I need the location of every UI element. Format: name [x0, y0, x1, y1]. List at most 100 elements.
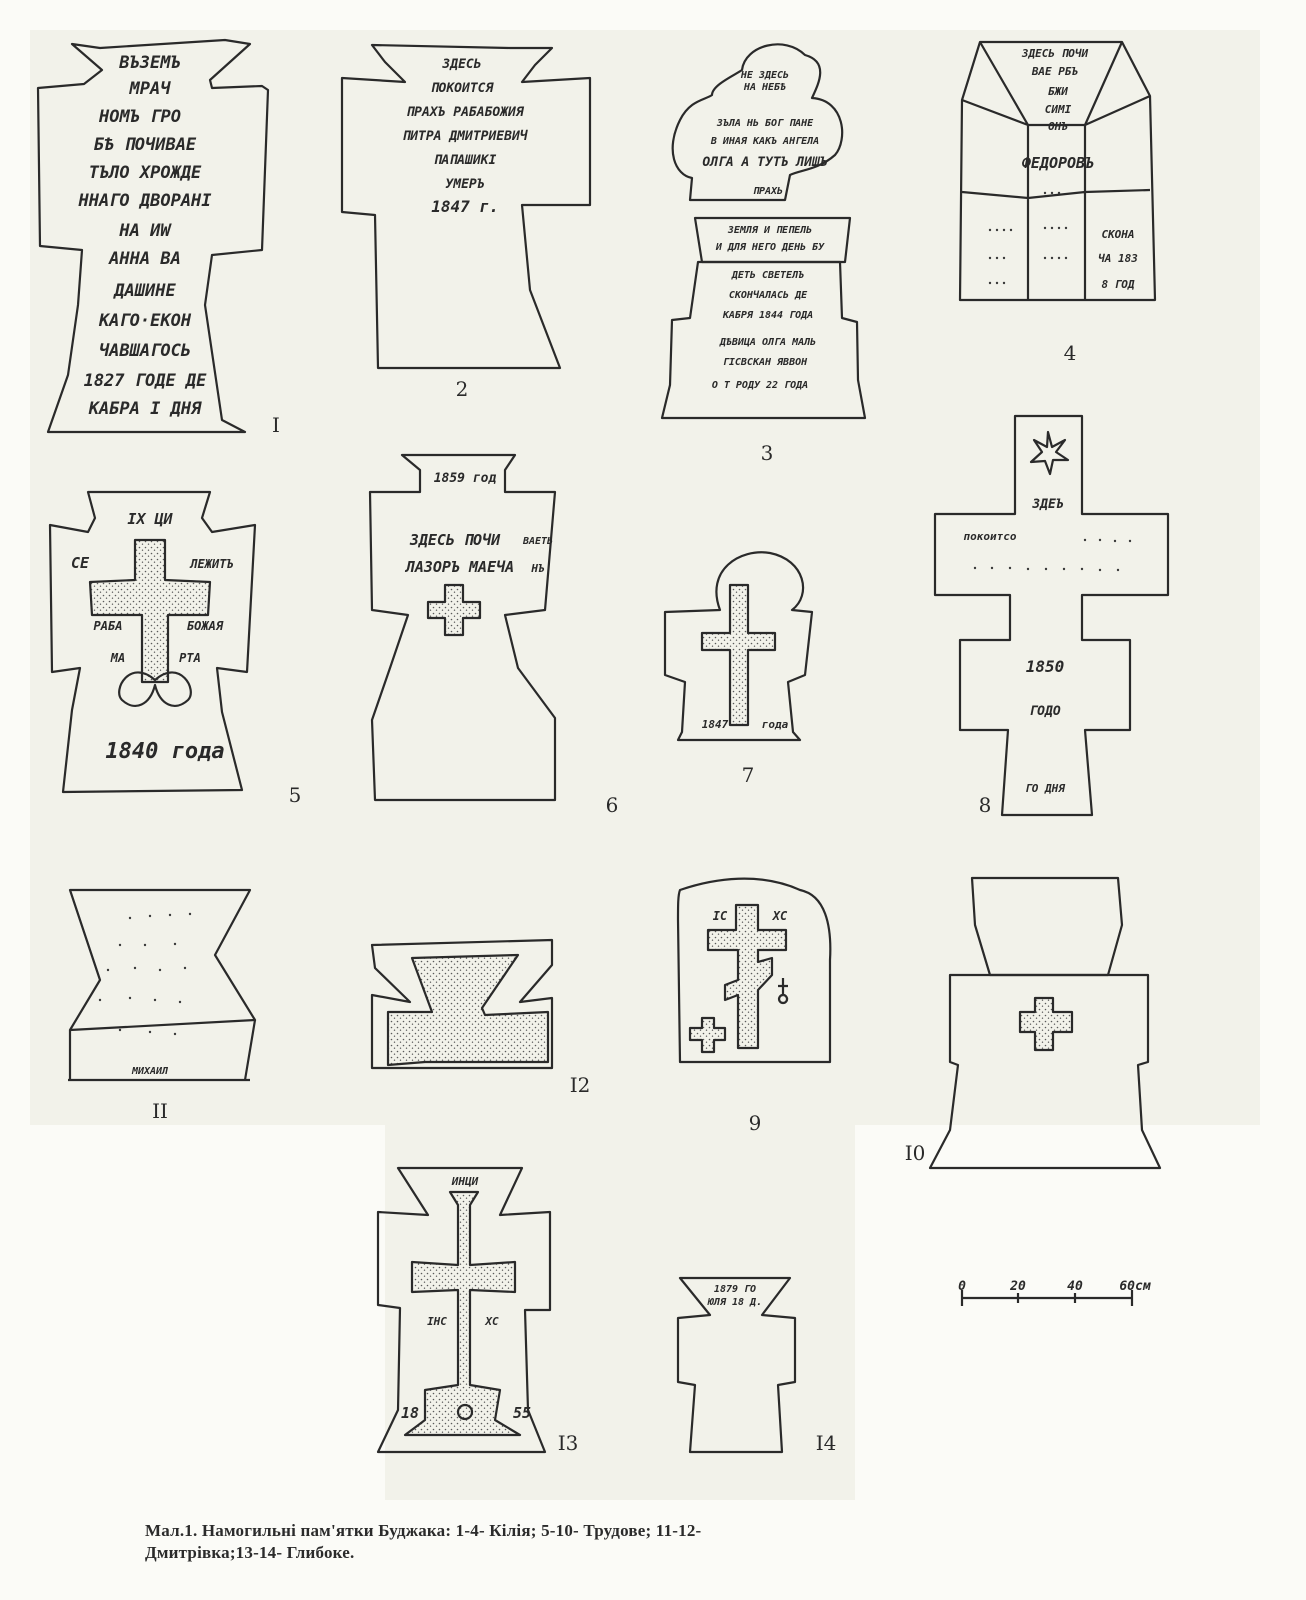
m5-line: РАБА — [94, 619, 123, 633]
m11-line: МИХАИЛ — [131, 1066, 169, 1077]
m5-line: ЛЕЖИТЪ — [189, 557, 233, 571]
figure-number: 8 — [979, 793, 992, 817]
m1-line: КАГО·ЕКОН — [98, 311, 192, 331]
m1-line: ННАГО ДВОРАНІ — [77, 191, 212, 211]
scale-labels: 0 20 40 60см — [958, 1279, 1151, 1294]
figure-number: I0 — [905, 1141, 926, 1165]
monument-10-cross — [1018, 996, 1074, 1052]
m3-line: СКОНЧАЛАСЬ ДЕ — [729, 290, 808, 301]
monument-9-cross — [706, 903, 788, 1050]
monument-12-outline — [370, 938, 554, 1070]
m6-line: НЪ — [530, 562, 545, 575]
m3-line: ОЛГА А ТУТЪ ЛИШЪ — [702, 155, 827, 170]
m4-line: БЖИ — [1048, 85, 1068, 98]
m1-line: 1827 ГОДЕ ДЕ — [84, 371, 208, 391]
m14-line: ЮЛЯ 18 Д. — [707, 1297, 762, 1308]
monument-12-cross — [386, 953, 550, 1067]
monument-3-outline — [671, 43, 844, 202]
m4-line: ЧА 183 — [1098, 252, 1138, 265]
monument-9-outline — [676, 877, 832, 1064]
m5-line: СЕ — [71, 554, 90, 572]
m8-line: покоитсо — [964, 530, 1017, 543]
monument-10-top — [970, 876, 1124, 977]
monument-8-inscription: ЗДЕЪ покоитсо 1850 ГОДО ГО ДНЯ — [964, 497, 1067, 795]
m3-line: О Т РОДУ 22 ГОДА — [712, 380, 808, 391]
m8-line: ЗДЕЪ — [1031, 497, 1063, 512]
m3-line: ГІСВСКАН ЯВВОН — [723, 357, 808, 368]
figure-number: 6 — [606, 793, 619, 817]
m4-line: ФЕДОРОВЪ — [1022, 154, 1094, 172]
monument-3-inscription: НЕ ЗДЕСЬ НА НЕБѢ ЗЪЛА НЬ БОГ ПАНЕ В ИНАЯ… — [702, 70, 827, 391]
m13-line: ИНЦИ — [451, 1175, 479, 1188]
m6-line: ЗДЕСЬ ПОЧИ — [409, 531, 501, 549]
m3-line: ДѢВИЦА ОЛГА МАЛЬ — [719, 337, 816, 348]
m8-line: 1850 — [1026, 657, 1065, 676]
monument-2-inscription: ЗДЕСЬ ПОКОИТСЯ ПРАХЪ РАБАБОЖИЯ ПИТРА ДМИ… — [402, 57, 528, 216]
monument-11-base — [68, 1019, 257, 1082]
m5-line: МА — [110, 651, 125, 665]
scale-tick: 20 — [1009, 1279, 1026, 1294]
m3-line: КАБРЯ 1844 ГОДА — [722, 310, 813, 321]
m8-line: ГОДО — [1029, 704, 1060, 719]
monument-9-orb — [777, 978, 789, 1005]
monument-13-outline — [376, 1166, 552, 1454]
monument-11-outline — [68, 888, 257, 1032]
figure-number: II — [152, 1099, 168, 1123]
m3-line: НА НЕБѢ — [743, 82, 786, 93]
monument-2-outline — [340, 43, 592, 370]
scale-tick: 40 — [1067, 1279, 1083, 1294]
monument-11-dots — [98, 912, 192, 1036]
m5-line: 1840 года — [105, 739, 224, 764]
m5-line: ІХ ЦИ — [127, 510, 173, 528]
m4-line: ВАЕ РБЪ — [1031, 65, 1079, 78]
monument-13-skull — [456, 1403, 474, 1421]
m4-line: ОНЪ — [1048, 120, 1068, 133]
m5-line: БОЖАЯ — [187, 619, 224, 633]
monument-5-inscription: ІХ ЦИ СЕ ЛЕЖИТЪ РАБА БОЖАЯ МА РТА 1840 г… — [71, 510, 234, 764]
m1-line: ВЪЗЕМЪ — [118, 53, 180, 73]
m1-line: НА ИW — [118, 221, 172, 241]
plate-background — [30, 30, 1260, 1125]
monument-1-inscription: ВЪЗЕМЪ МРАЧ НОМЪ ГРО БѢ ПОЧИВАЕ ТЪЛО ХРО… — [77, 53, 212, 419]
m6-line: ВАЕТЬ — [522, 536, 553, 547]
m7-line: года — [762, 718, 789, 731]
m1-line: ДАШИНЕ — [112, 281, 176, 301]
figure-caption: Мал.1. Намогильні пам'ятки Буджака: 1-4-… — [145, 1520, 1145, 1564]
m14-line: 1879 ГО — [714, 1284, 756, 1295]
figure-numbers: I 2 3 4 5 6 7 8 9 I0 II I2 I3 I4 — [152, 341, 1076, 1455]
m2-line: ПАПАШИКІ — [434, 153, 497, 168]
scale-tick: 0 — [958, 1279, 966, 1294]
m2-line: ПИТРА ДМИТРИЕВИЧ — [402, 129, 528, 144]
monument-4-inscription: ЗДЕСЬ ПОЧИ ВАЕ РБЪ БЖИ СИМІ ОНЪ ФЕДОРОВЪ… — [1021, 47, 1138, 291]
m13-line: 18 — [401, 1404, 419, 1422]
figure-number: 5 — [289, 783, 302, 807]
m4-line: СИМІ — [1045, 103, 1072, 116]
m4-line: ЗДЕСЬ ПОЧИ — [1021, 47, 1089, 60]
m1-line: ТЪЛО ХРОЖДЕ — [89, 163, 202, 183]
monument-5-cross — [88, 538, 212, 684]
m9-line: IC — [713, 909, 728, 923]
monument-7-inscription: 1847 года — [702, 718, 789, 731]
m7-line: 1847 — [702, 718, 729, 731]
m1-line: МРАЧ — [129, 79, 172, 99]
monument-7-outline — [663, 551, 814, 742]
m6-line: 1859 год — [434, 471, 497, 486]
monument-14-inscription: 1879 ГО ЮЛЯ 18 Д. — [707, 1284, 762, 1308]
monument-9-inscription: IC XC — [713, 909, 788, 923]
monument-8-outline — [933, 414, 1170, 817]
scale-bar — [960, 1290, 1134, 1306]
monument-6-outline — [368, 453, 557, 802]
monument-4-fold — [961, 41, 1151, 300]
m13-line: ІНС — [427, 1315, 447, 1328]
monument-8-star — [1029, 430, 1070, 476]
m8-line: ГО ДНЯ — [1025, 782, 1066, 795]
m3-line: ЗЕМЛЯ И ПЕПЕЛЬ — [727, 225, 812, 236]
figure-number: 9 — [749, 1111, 762, 1135]
figure-number: I3 — [558, 1431, 579, 1455]
m5-line: РТА — [179, 651, 201, 665]
m3-line: НЕ ЗДЕСЬ — [740, 70, 789, 81]
figure-number: 3 — [761, 441, 774, 465]
monument-5-loop — [118, 671, 192, 707]
figure-number: I — [272, 413, 280, 437]
